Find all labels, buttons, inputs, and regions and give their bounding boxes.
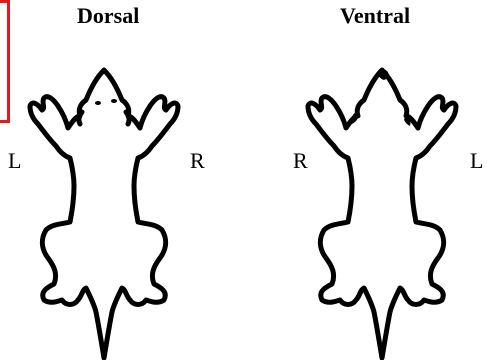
- dorsal-left-ear: [79, 112, 82, 124]
- dorsal-right-eye: [111, 99, 117, 103]
- dorsal-body-outline: [30, 70, 178, 358]
- dorsal-right-ear: [126, 112, 129, 124]
- dorsal-left-eye: [95, 101, 101, 105]
- ventral-body-outline: [308, 69, 456, 358]
